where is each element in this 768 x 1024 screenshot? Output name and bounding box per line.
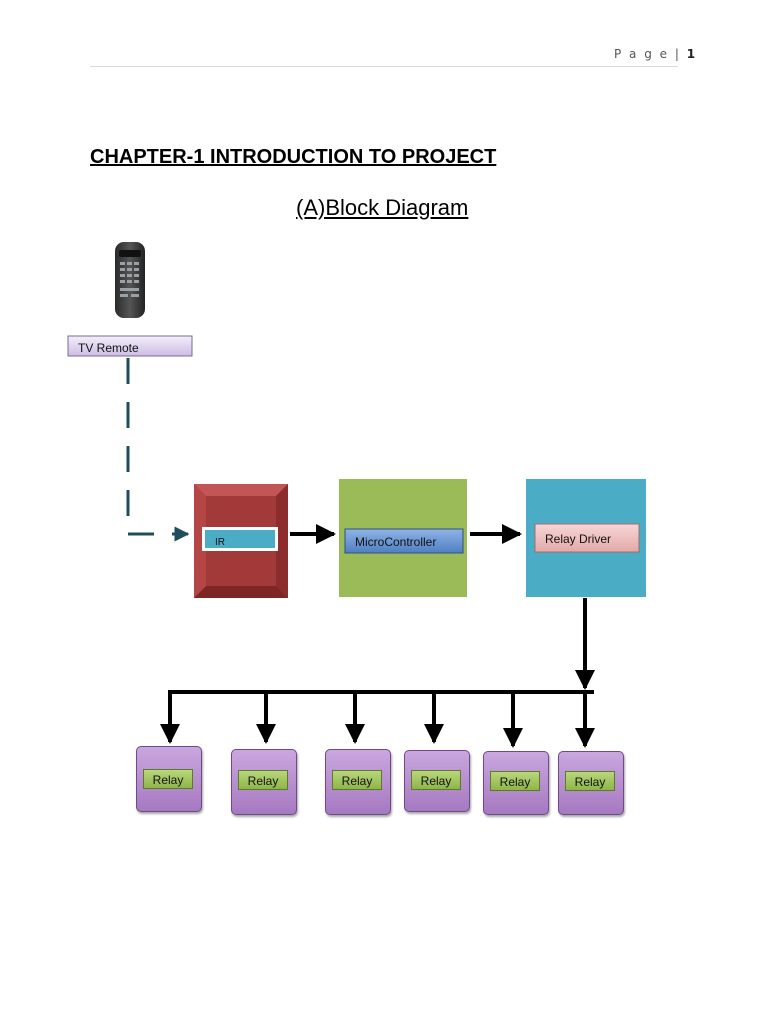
ir-signal-link [126,358,190,542]
tv-remote-block: TV Remote [67,335,193,357]
relay-label: Relay [490,771,540,791]
relay-block-4: Relay [404,750,470,812]
relay-label: Relay [332,770,382,790]
relay-block-6: Relay [558,751,624,815]
ir-label: IR [215,537,225,548]
microcontroller-block: MicroController [336,476,470,600]
driver-label: Relay Driver [545,532,611,546]
relay-label: Relay [143,769,193,789]
chapter-title: CHAPTER-1 INTRODUCTION TO PROJECT [90,146,497,168]
relay-label: Relay [411,770,461,790]
remote-control-icon [115,242,145,318]
relay-label: Relay [238,770,288,790]
header-rule [90,66,678,67]
relay-block-1: Relay [136,746,202,812]
relay-block-2: Relay [231,749,297,815]
relay-driver-block: Relay Driver [523,476,649,600]
relay-block-3: Relay [325,749,391,815]
page-label: P a g e | [614,47,681,61]
relay-block-5: Relay [483,751,549,815]
relay-bus [160,598,595,748]
page-number: P a g e | 1 [614,47,695,61]
page-number-value: 1 [686,47,696,61]
mcu-label: MicroController [355,535,436,549]
relay-label: Relay [565,771,615,791]
tv-remote-label: TV Remote [78,341,139,355]
ir-receiver-block: IR [194,484,288,598]
diagram-subtitle: (A)Block Diagram [296,195,469,220]
